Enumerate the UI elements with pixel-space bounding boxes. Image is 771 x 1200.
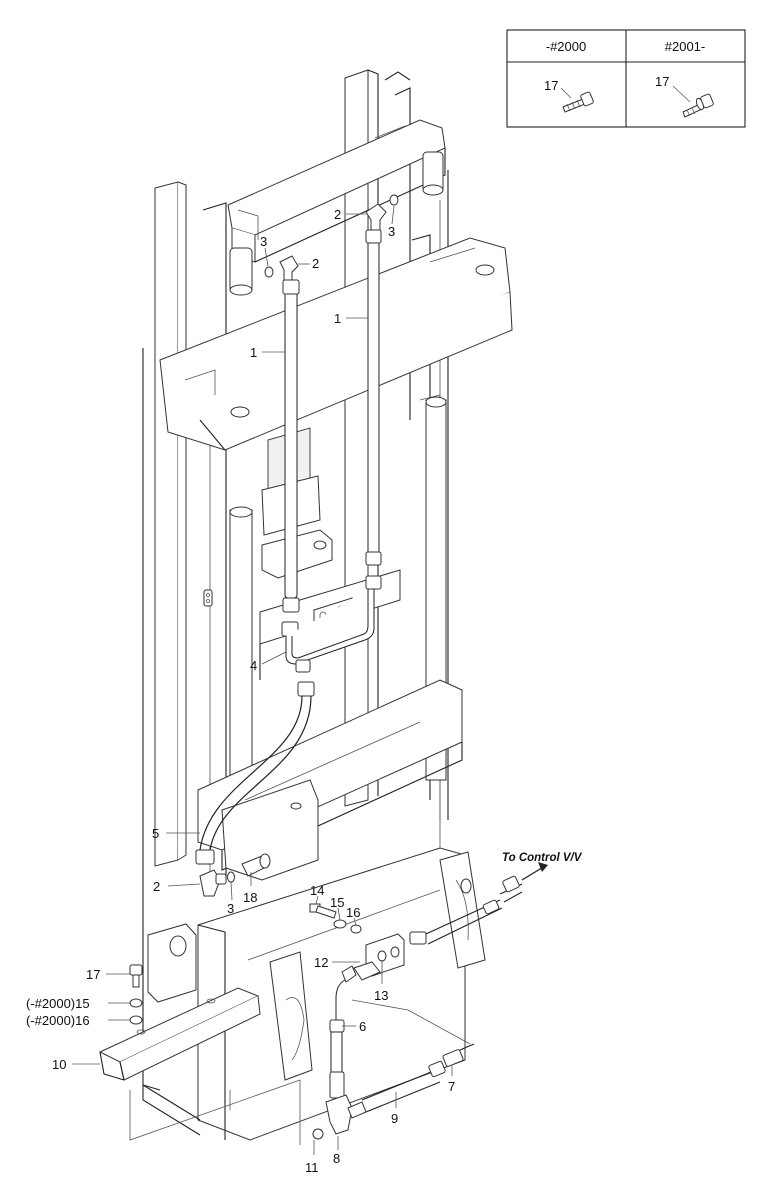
table-right-part-label: 17 xyxy=(655,74,669,89)
callout-2-top-left: 2 xyxy=(312,256,319,271)
callout-1-left: 1 xyxy=(250,345,257,360)
cover-hardware xyxy=(129,964,143,1025)
callout-9: 9 xyxy=(391,1111,398,1126)
callout-2-top-right: 2 xyxy=(334,207,341,222)
hose-right xyxy=(365,229,382,590)
to-control-valve-note: To Control V/V xyxy=(502,852,583,864)
elbow-fitting-top-left xyxy=(264,255,299,281)
table-left-part-label: 17 xyxy=(544,78,558,93)
hose-curved xyxy=(195,681,315,865)
callout-13: 13 xyxy=(374,988,388,1003)
hose-9 xyxy=(361,1060,446,1113)
callout-3-top-left: 3 xyxy=(260,234,267,249)
callout-14: 14 xyxy=(310,883,324,898)
hose-left xyxy=(281,279,300,637)
callout-5: 5 xyxy=(152,826,159,841)
fitting-7 xyxy=(442,1043,475,1067)
callout-16-right: 16 xyxy=(346,905,360,920)
callout-10: 10 xyxy=(52,1057,66,1072)
cover-plate xyxy=(98,987,261,1081)
table-header-left: -#2000 xyxy=(546,39,586,54)
callout-15-left: (-#2000)15 xyxy=(26,996,90,1011)
mast-assembly xyxy=(142,69,513,1141)
tee-fitting xyxy=(285,589,375,673)
leader-lines xyxy=(129,999,471,1145)
lower-elbow-fitting xyxy=(199,853,271,897)
elbow-fitting-top-right xyxy=(365,194,399,231)
callout-1-right: 1 xyxy=(334,311,341,326)
callout-11: 11 xyxy=(305,1160,319,1175)
clamp-bracket xyxy=(353,931,427,981)
callout-16-left: (-#2000)16 xyxy=(26,1013,90,1028)
callout-6: 6 xyxy=(359,1019,366,1034)
control-line xyxy=(425,862,548,945)
bolt-14 xyxy=(309,903,362,934)
callout-3-top-right: 3 xyxy=(388,224,395,239)
table-header-right: #2001- xyxy=(665,39,705,54)
callout-18: 18 xyxy=(243,890,257,905)
callout-8: 8 xyxy=(333,1151,340,1166)
bolt-icon xyxy=(562,91,594,113)
callout-7: 7 xyxy=(448,1079,455,1094)
variant-table: -#2000 #2001- 17 17 xyxy=(506,29,746,128)
callout-12: 12 xyxy=(314,955,328,970)
callout-17: 17 xyxy=(86,967,100,982)
bolt-washer-icon xyxy=(682,93,714,118)
callouts: 1 1 2 2 2 3 3 3 4 5 6 7 8 xyxy=(26,205,455,1175)
callout-2-lower: 2 xyxy=(153,879,160,894)
callout-3-lower: 3 xyxy=(227,901,234,916)
callout-4: 4 xyxy=(250,658,257,673)
tee-fitting-8 xyxy=(312,1094,367,1140)
callout-15-right: 15 xyxy=(330,895,344,910)
